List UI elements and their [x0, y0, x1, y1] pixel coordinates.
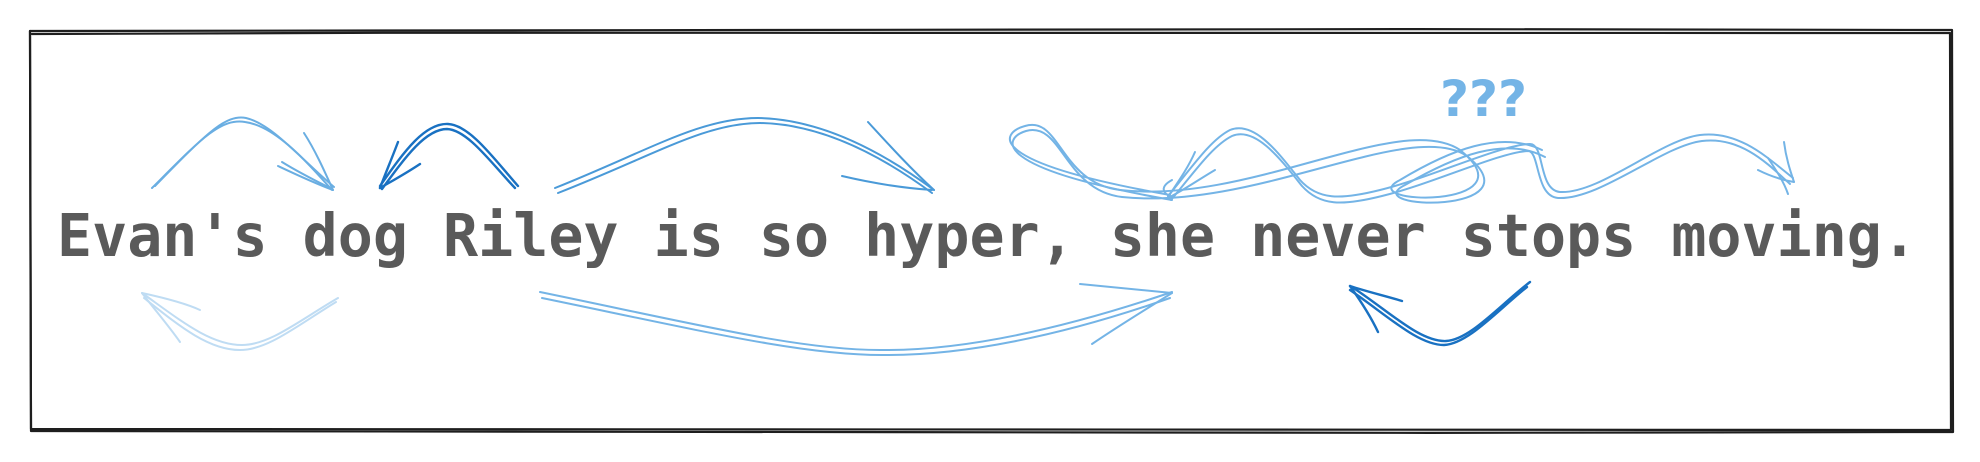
sentence-text: Evan's dog Riley is so hyper, she never …	[57, 201, 1917, 270]
arrow-faint-evans	[141, 292, 339, 351]
arrow-moving-to-she	[1008, 123, 1546, 204]
arrow-she-to-moving	[1167, 127, 1795, 204]
arrow-stops-back	[1348, 280, 1532, 347]
question-marks-annotation: ???	[1440, 70, 1527, 128]
arrow-evans-to-dog	[151, 116, 335, 191]
arrow-riley-to-she	[539, 283, 1173, 357]
arrow-dog-back	[378, 122, 520, 191]
arrow-riley-to-hyper	[554, 117, 935, 194]
